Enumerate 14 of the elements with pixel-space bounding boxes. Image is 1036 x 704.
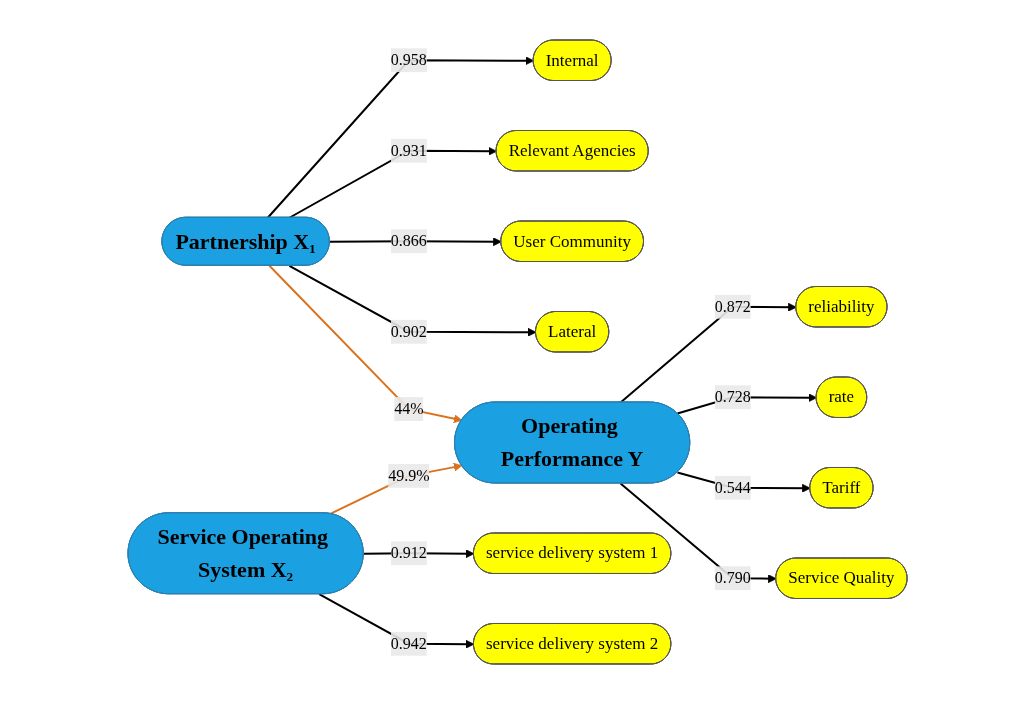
edge-label: 0.958 bbox=[391, 51, 428, 69]
edge-label: 0.912 bbox=[391, 544, 428, 562]
edge-label: 44% bbox=[394, 400, 424, 418]
edge-label: 0.728 bbox=[715, 388, 752, 406]
edge-label: 0.872 bbox=[715, 297, 752, 315]
arrow bbox=[268, 264, 463, 424]
edge-label: 0.942 bbox=[391, 634, 428, 652]
arrow bbox=[329, 462, 463, 515]
edge-label: 0.931 bbox=[391, 141, 428, 159]
edge-label: 0.790 bbox=[715, 569, 752, 587]
edge-label: 0.544 bbox=[715, 478, 752, 496]
edge-label: 49.9% bbox=[388, 466, 430, 484]
edge-label: 0.902 bbox=[391, 322, 428, 340]
edge-label: 0.866 bbox=[391, 232, 428, 250]
